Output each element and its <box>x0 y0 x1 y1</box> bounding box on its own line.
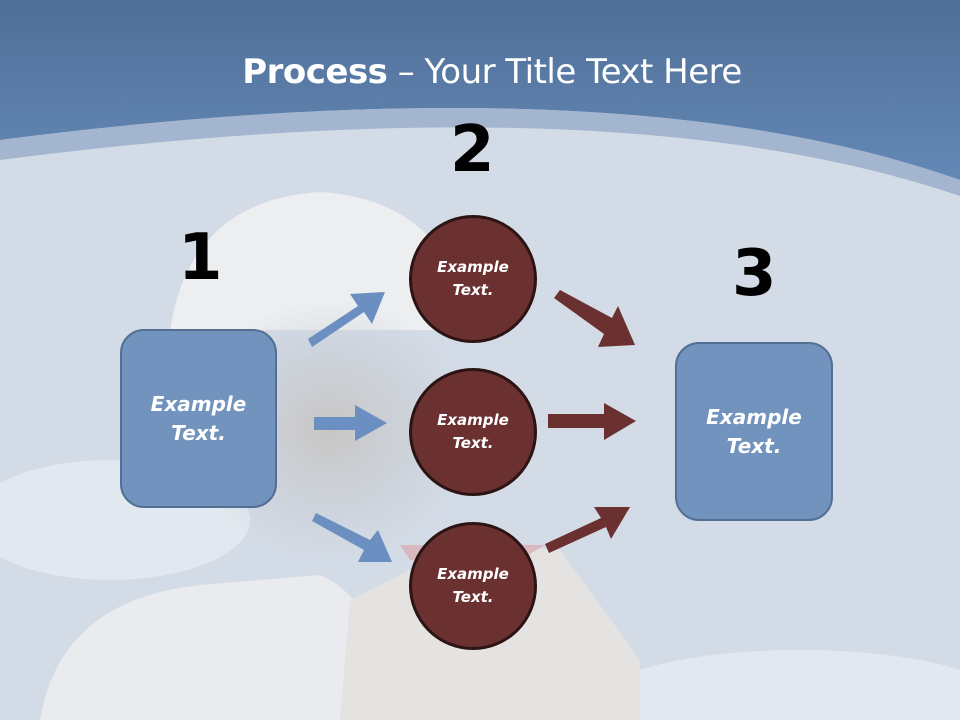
step-number-1: 1 <box>178 221 223 295</box>
arrow-blue-up-icon <box>308 292 385 347</box>
circle-middle-line2: Text. <box>452 434 494 452</box>
title-rest: – Your Title Text Here <box>387 52 743 92</box>
slide-title: Process – Your Title Text Here <box>0 52 960 92</box>
circle-bottom: Example Text. <box>409 522 537 650</box>
box-left-line2: Text. <box>171 420 226 445</box>
arrow-blue-right-icon <box>314 405 387 441</box>
step-1-box: Example Text. <box>120 329 277 508</box>
title-bold: Process <box>242 52 388 92</box>
circle-top: Example Text. <box>409 215 537 343</box>
box-left-line1: Example <box>150 391 247 416</box>
circle-top-line2: Text. <box>452 281 494 299</box>
box-right-line2: Text. <box>726 433 782 458</box>
arrow-blue-down-icon <box>312 513 392 562</box>
step-number-2: 2 <box>450 113 495 187</box>
circle-bottom-line1: Example <box>437 565 509 583</box>
box-right-line1: Example <box>706 404 802 429</box>
arrow-maroon-down-icon <box>554 290 635 347</box>
circle-middle-line1: Example <box>437 411 509 429</box>
arrow-maroon-up-icon <box>545 507 630 553</box>
step-number-3: 3 <box>732 237 777 311</box>
arrow-maroon-right-icon <box>548 403 636 440</box>
step-3-box: Example Text. <box>675 342 833 521</box>
circle-middle: Example Text. <box>409 368 537 496</box>
circle-top-line1: Example <box>437 258 509 276</box>
circle-bottom-line2: Text. <box>452 588 494 606</box>
